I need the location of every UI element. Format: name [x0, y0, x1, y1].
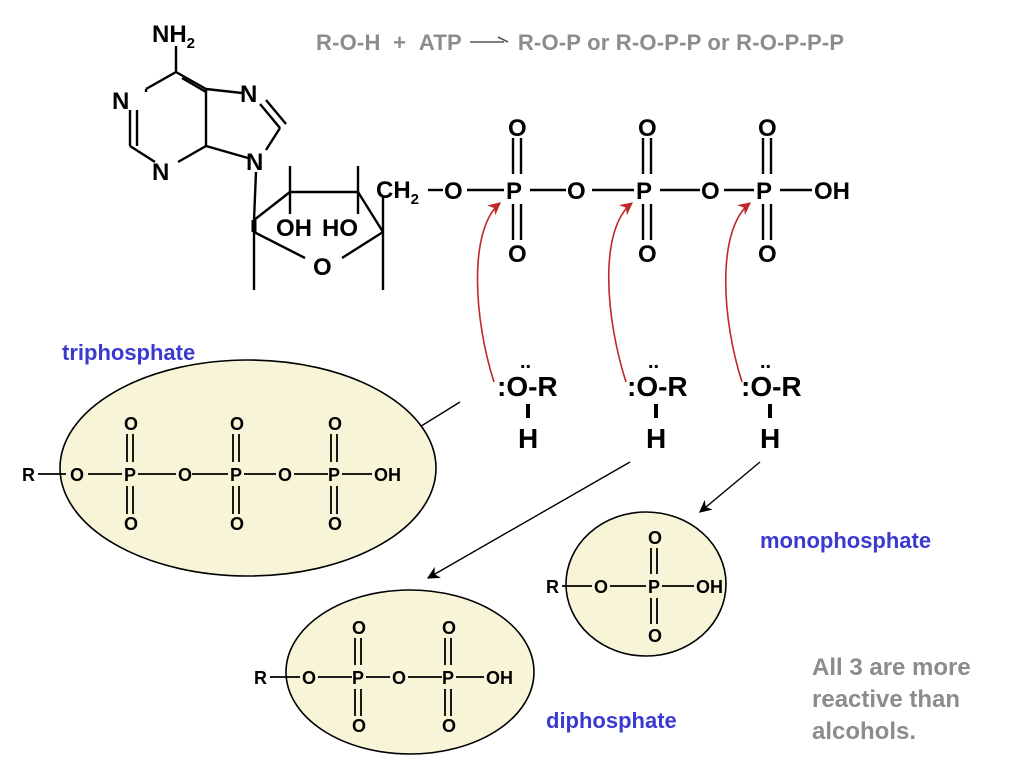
triphosphate-label: triphosphate — [62, 340, 196, 365]
alcohol-text: :O-R — [627, 371, 688, 402]
lone-pair-dots: .. — [760, 351, 771, 373]
monophosphate-structure: R O P OH O O — [546, 528, 723, 646]
gamma-p-label: P — [756, 178, 772, 205]
n3-label: N — [152, 159, 169, 186]
reaction-arrow-icon — [469, 36, 509, 43]
o-label: O — [278, 465, 292, 485]
alpha-o-bottom: O — [508, 241, 527, 268]
alpha-p-label: P — [506, 178, 522, 205]
alcohol-h: H — [760, 423, 780, 454]
o-bottom: O — [230, 514, 244, 534]
monophosphate-label: monophosphate — [760, 528, 932, 553]
r-label: R — [546, 577, 559, 597]
reaction-equation: R-O-H + ATP R-O-P or R-O-P-P or R-O-P-P-P — [316, 30, 844, 56]
alcohol-text: :O-R — [497, 371, 558, 402]
o-bottom: O — [328, 514, 342, 534]
p-label: P — [648, 577, 660, 597]
gamma-o-top: O — [758, 115, 777, 142]
reactant-text: R-O-H — [316, 30, 381, 55]
p-label: P — [442, 668, 454, 688]
oh-label: OH — [374, 465, 401, 485]
bridge-oxygen-1: O — [567, 178, 586, 205]
o-label: O — [392, 668, 406, 688]
diphosphate-structure: R O P O P OH O O O O — [254, 618, 513, 736]
terminal-oh-label: OH — [814, 178, 850, 205]
n9-label: N — [246, 149, 263, 176]
n1-label: N — [112, 88, 129, 115]
attack-arrow-gamma-icon — [724, 202, 752, 383]
o-bottom: O — [352, 716, 366, 736]
p-label: P — [230, 465, 242, 485]
o-top: O — [124, 414, 138, 434]
diphosphate-label: diphosphate — [546, 708, 677, 733]
oh-label: OH — [486, 668, 513, 688]
beta-o-bottom: O — [638, 241, 657, 268]
o-label: O — [178, 465, 192, 485]
o-top: O — [442, 618, 456, 638]
plus-sign: + — [393, 30, 407, 55]
o-bottom: O — [124, 514, 138, 534]
nucleophilic-attack-arrows — [476, 202, 752, 383]
o-bottom: O — [442, 716, 456, 736]
bridge-oxygen-2: O — [701, 178, 720, 205]
o-label: O — [594, 577, 608, 597]
monophosphate-ellipse — [565, 511, 727, 657]
alcohol-3: .. :O-R H — [741, 351, 802, 454]
alcohol-2: .. :O-R H — [627, 351, 688, 454]
p-label: P — [328, 465, 340, 485]
amino-label: NH2 — [152, 21, 195, 52]
alcohol-1: .. :O-R H — [497, 351, 558, 454]
arrow-to-monophosphate-icon — [699, 461, 761, 513]
gamma-o-bottom: O — [758, 241, 777, 268]
ester-oxygen-label: O — [444, 178, 463, 205]
atp-text: ATP — [418, 30, 462, 55]
attack-arrow-alpha-icon — [476, 202, 501, 383]
reactivity-note: All 3 are more reactive than alcohols. — [812, 654, 971, 745]
r-label: R — [254, 668, 267, 688]
attack-arrow-beta-icon — [607, 202, 634, 383]
alcohol-h: H — [518, 423, 538, 454]
triphosphate-ellipse — [59, 359, 437, 577]
alcohol-text: :O-R — [741, 371, 802, 402]
beta-p-label: P — [636, 178, 652, 205]
lone-pair-dots: .. — [520, 351, 531, 373]
alcohol-h: H — [646, 423, 666, 454]
ring-oxygen-label: O — [313, 254, 332, 281]
o-bottom: O — [648, 626, 662, 646]
beta-o-top: O — [638, 115, 657, 142]
oh-left-label: OH — [276, 215, 312, 242]
products-text: R-O-P or R-O-P-P or R-O-P-P-P — [517, 30, 845, 55]
ho-right-label: HO — [322, 215, 358, 242]
o-top: O — [230, 414, 244, 434]
o-label: O — [302, 668, 316, 688]
arrow-to-diphosphate-icon — [426, 461, 631, 579]
triphosphate-structure: R O P O P O P OH O O O O O O — [22, 414, 401, 534]
n7-label: N — [240, 81, 257, 108]
o-top: O — [648, 528, 662, 548]
o-top: O — [352, 618, 366, 638]
ch2-label: CH2 — [376, 177, 419, 208]
oh-label: OH — [696, 577, 723, 597]
lone-pair-dots: .. — [648, 351, 659, 373]
alpha-o-top: O — [508, 115, 527, 142]
p-label: P — [352, 668, 364, 688]
atp-molecule — [128, 46, 812, 290]
diphosphate-ellipse — [285, 589, 535, 755]
atp-labels: NH2 N N N N OH HO O CH2 O P O P O P OH O… — [112, 21, 850, 281]
o-top: O — [328, 414, 342, 434]
nucleophile-alcohols: .. :O-R H .. :O-R H .. :O-R H — [497, 351, 802, 454]
r-label: R — [22, 465, 35, 485]
p-label: P — [124, 465, 136, 485]
o-label: O — [70, 465, 84, 485]
